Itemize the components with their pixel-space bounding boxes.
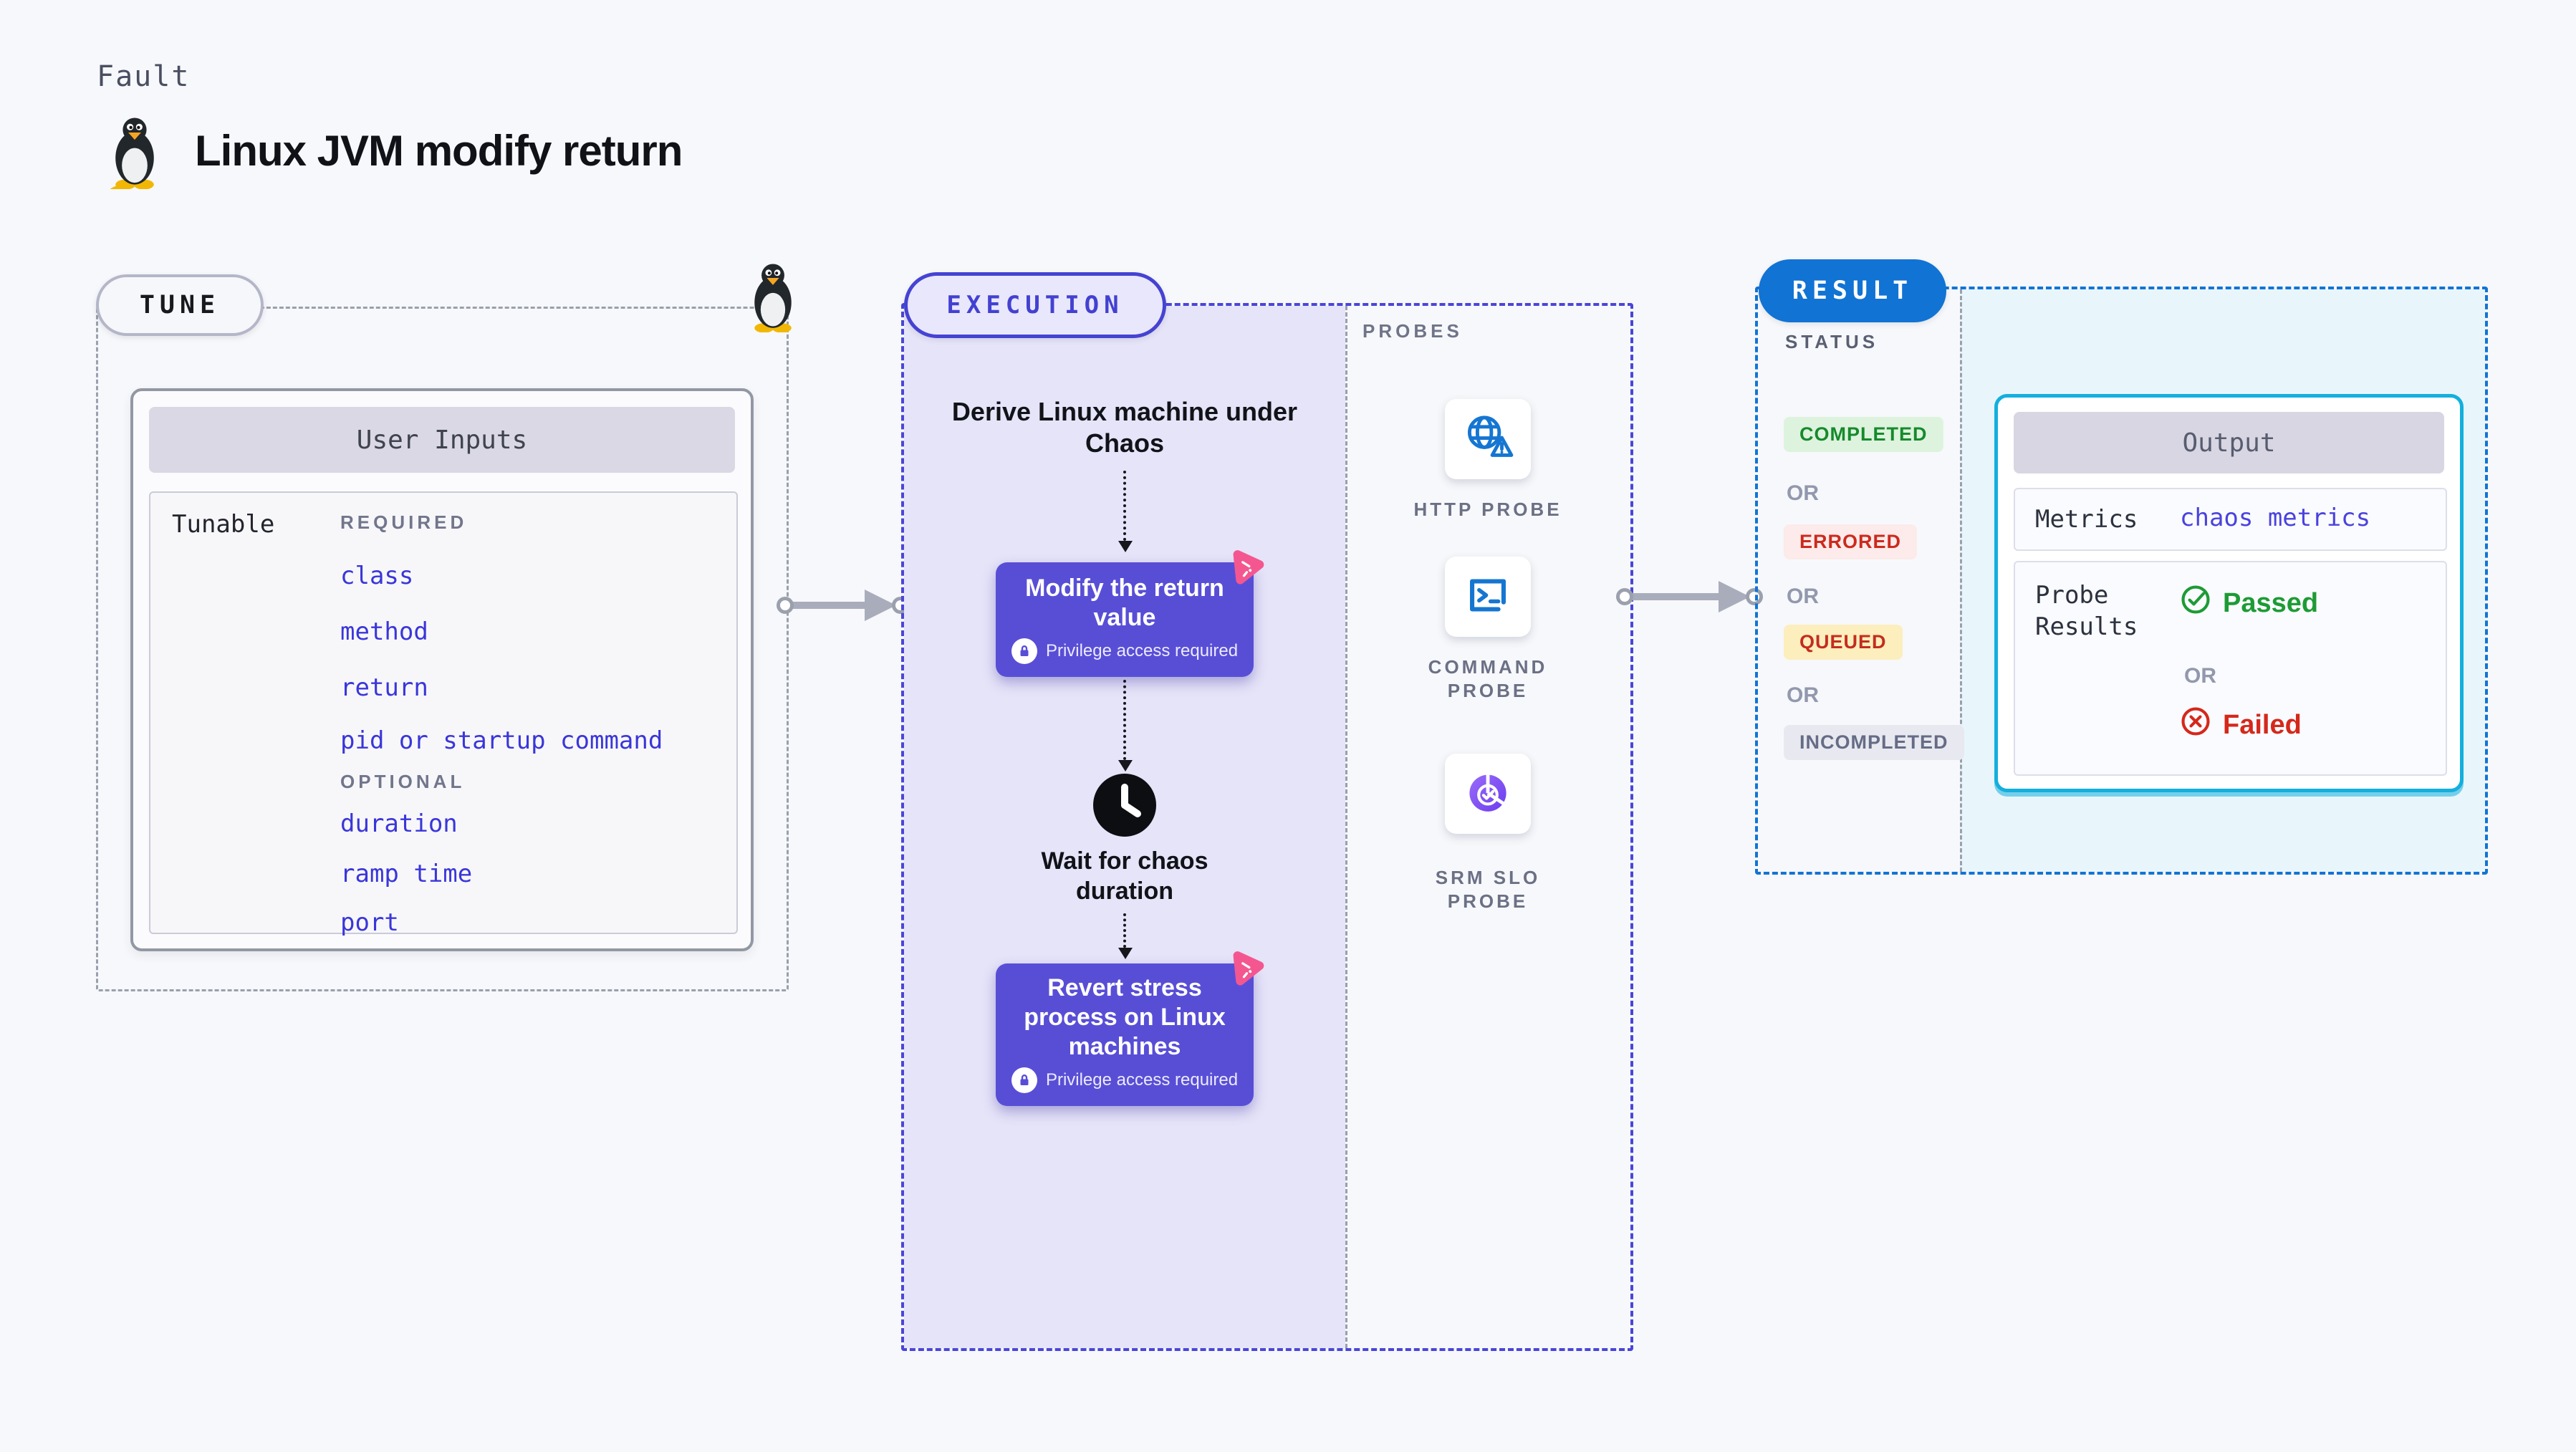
chaos-experiment-icon [1224, 547, 1267, 590]
param-pid-or-startup-command[interactable]: pid or startup command [340, 726, 663, 755]
or-label: OR [1787, 585, 1819, 608]
lock-icon [1011, 638, 1037, 664]
param-method[interactable]: method [340, 617, 428, 646]
command-probe-label: COMMAND PROBE [1428, 656, 1548, 701]
user-inputs-body: Tunable REQUIRED class method return pid… [149, 491, 738, 937]
step-title: Revert stress process on Linux machines [1024, 974, 1226, 1060]
metrics-row: Metrics chaos metrics [2014, 488, 2447, 551]
tune-to-execution-arrow [777, 589, 909, 622]
or-label: OR [2184, 664, 2216, 688]
passed-label: Passed [2223, 587, 2319, 618]
param-class[interactable]: class [340, 562, 414, 590]
param-ramp-time[interactable]: ramp time [340, 860, 473, 888]
privilege-row: Privilege access required [996, 638, 1254, 677]
srm-slo-probe-label: SRM SLO PROBE [1435, 867, 1541, 912]
step-title: Modify the return value [1025, 574, 1224, 631]
srm-slo-probe-card[interactable] [1445, 754, 1531, 834]
connector-dot [1616, 588, 1633, 605]
arrow-line [787, 602, 875, 609]
connector-dot [777, 597, 794, 614]
result-badge: RESULT [1759, 259, 1946, 322]
privilege-note: Privilege access required [1045, 1070, 1239, 1090]
tune-section-box [96, 307, 789, 991]
wait-clock-icon [1092, 773, 1157, 837]
status-badge-incompleted: INCOMPLETED [1784, 725, 1964, 760]
derive-step-text: Derive Linux machine under Chaos [951, 397, 1298, 458]
wait-step-text: Wait for chaos duration [1041, 847, 1208, 905]
connector-dot [1746, 588, 1763, 605]
fault-label: Fault [97, 60, 191, 93]
chaos-experiment-icon [1224, 948, 1267, 991]
param-port[interactable]: port [340, 908, 399, 937]
terminal-icon [1460, 567, 1516, 627]
status-badge-completed: COMPLETED [1784, 417, 1943, 452]
http-probe-label: HTTP PROBE [1413, 499, 1562, 520]
privilege-note: Privilege access required [1045, 641, 1239, 660]
check-circle-icon [2180, 584, 2211, 622]
or-label: OR [1787, 683, 1819, 707]
result-section-box: STATUS COMPLETED OR ERRORED OR QUEUED OR… [1755, 287, 2488, 875]
http-probe-card[interactable] [1445, 399, 1531, 479]
execution-to-result-arrow [1616, 580, 1763, 613]
failed-label: Failed [2223, 709, 2302, 740]
tunable-row-label: Tunable [172, 510, 275, 539]
probe-passed-verdict: Passed [2180, 584, 2318, 622]
status-badge-queued: QUEUED [1784, 625, 1903, 660]
status-label: STATUS [1785, 331, 1879, 352]
modify-return-step: Modify the return value Privilege access… [996, 550, 1264, 677]
globe-warning-icon [1460, 410, 1516, 469]
flow-arrow-down [1118, 913, 1133, 959]
probe-results-label: Probe Results [2035, 581, 2138, 641]
tux-penguin-icon [104, 116, 165, 196]
revert-stress-step: Revert stress process on Linux machines … [996, 951, 1264, 1106]
flow-arrow-down [1118, 471, 1133, 552]
lock-icon [1011, 1067, 1037, 1093]
arrow-head [1719, 581, 1750, 612]
metrics-label: Metrics [2035, 505, 2138, 534]
probe-results-row: Probe Results Passed OR [2014, 561, 2447, 776]
x-circle-icon [2180, 706, 2211, 744]
privilege-row: Privilege access required [996, 1067, 1254, 1106]
tune-badge: TUNE [96, 274, 264, 336]
param-duration[interactable]: duration [340, 809, 458, 838]
execution-probes-divider [1345, 306, 1347, 1348]
flow-arrow-down [1118, 680, 1133, 771]
required-label: REQUIRED [340, 511, 468, 533]
command-probe-card[interactable] [1445, 557, 1531, 637]
arrow-head [865, 590, 896, 621]
probe-failed-verdict: Failed [2180, 706, 2302, 744]
chaos-metrics-link[interactable]: chaos metrics [2180, 504, 2371, 532]
tux-penguin-icon-small [744, 262, 802, 333]
result-status-divider [1960, 289, 1962, 872]
execution-badge: EXECUTION [904, 272, 1166, 338]
user-inputs-title: User Inputs [149, 407, 735, 473]
optional-label: OPTIONAL [340, 771, 466, 792]
arrow-line [1626, 593, 1729, 600]
param-return[interactable]: return [340, 673, 428, 702]
output-title: Output [2014, 412, 2444, 473]
page-title: Linux JVM modify return [195, 127, 683, 175]
user-inputs-card: User Inputs Tunable REQUIRED class metho… [130, 388, 754, 951]
or-label: OR [1787, 481, 1819, 505]
slo-donut-check-icon [1460, 764, 1516, 824]
status-badge-errored: ERRORED [1784, 524, 1918, 559]
probes-label: PROBES [1363, 320, 1463, 342]
output-card: Output Metrics chaos metrics Probe Resul… [1994, 394, 2464, 792]
execution-section-box: Derive Linux machine under Chaos Modify … [901, 303, 1633, 1351]
